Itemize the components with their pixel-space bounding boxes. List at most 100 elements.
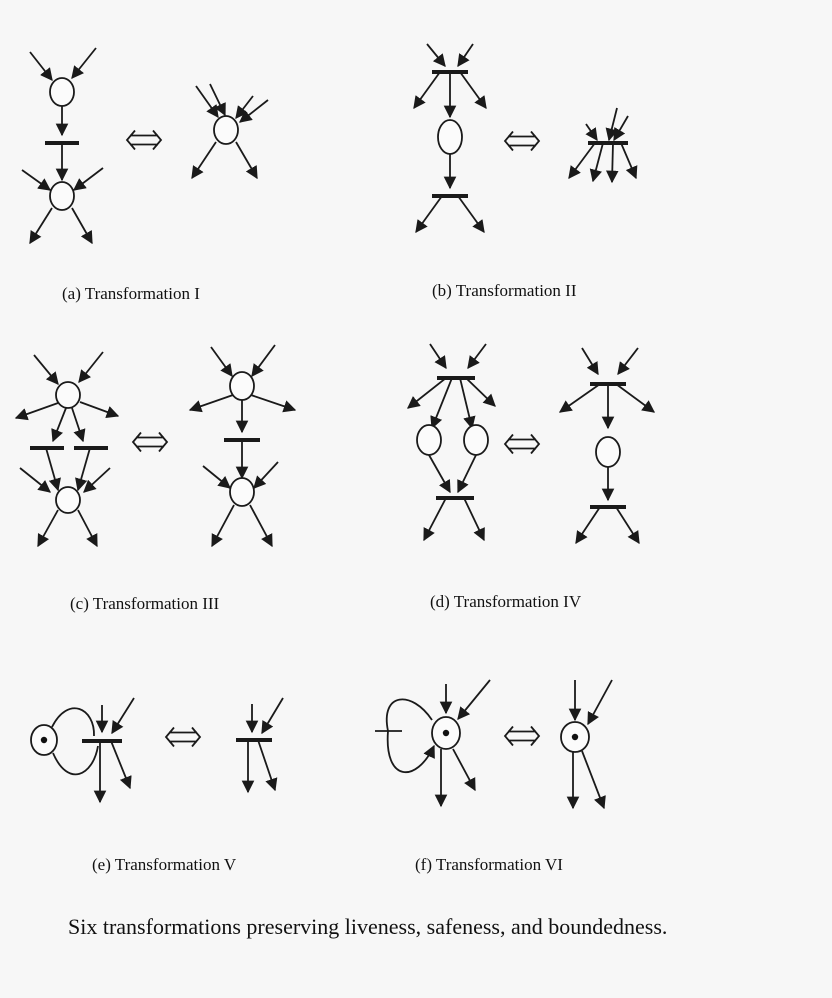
arc-arrow bbox=[235, 141, 258, 180]
arc-arrow bbox=[457, 679, 491, 720]
label-transformation-3: (c) Transformation III bbox=[70, 594, 220, 613]
equivalence-arrow-icon bbox=[125, 129, 163, 151]
place-circle bbox=[55, 486, 81, 514]
arc-arrow bbox=[51, 407, 67, 443]
loop-arc-arrow bbox=[386, 730, 435, 773]
arc-arrow bbox=[467, 343, 487, 370]
arc-arrow bbox=[14, 402, 59, 421]
loop-arc bbox=[52, 745, 99, 776]
arc-arrow bbox=[615, 383, 656, 413]
arc-arrow bbox=[78, 351, 104, 383]
label-transformation-4: (d) Transformation IV bbox=[430, 592, 582, 611]
arc-arrow bbox=[110, 740, 132, 790]
arc-arrow bbox=[210, 346, 233, 378]
arc-arrow bbox=[457, 43, 474, 68]
arc-arrow bbox=[45, 447, 61, 492]
arc-arrow bbox=[71, 407, 86, 443]
arc-arrow bbox=[195, 85, 219, 119]
arc-arrow bbox=[430, 377, 453, 430]
arc-arrow bbox=[209, 83, 226, 117]
arc-arrow bbox=[261, 697, 284, 735]
arc-arrow bbox=[587, 679, 613, 726]
place-circle bbox=[437, 119, 463, 155]
place-circle bbox=[416, 424, 442, 456]
place-circle bbox=[463, 424, 489, 456]
arc-arrow bbox=[239, 99, 269, 123]
place-circle bbox=[595, 436, 621, 468]
place-circle bbox=[213, 115, 239, 145]
loop-arc bbox=[385, 698, 433, 732]
arc-arrow bbox=[250, 394, 297, 413]
arc-arrow bbox=[589, 142, 604, 183]
loop-arc bbox=[51, 707, 95, 737]
token-dot bbox=[442, 729, 450, 737]
arc-arrow bbox=[249, 504, 273, 548]
arc-arrow bbox=[617, 347, 639, 375]
arc-arrow bbox=[575, 506, 601, 545]
arc-arrow bbox=[605, 142, 619, 184]
arc-arrow bbox=[426, 43, 446, 67]
arc-arrow bbox=[37, 509, 59, 548]
label-transformation-6: (f) Transformation VI bbox=[415, 855, 563, 874]
arc-arrow bbox=[77, 509, 98, 548]
arc-arrow bbox=[452, 748, 476, 792]
arc-arrow bbox=[191, 141, 217, 180]
arc-arrow bbox=[615, 506, 640, 545]
arc-arrow bbox=[33, 354, 59, 385]
arc-arrow bbox=[71, 207, 93, 245]
figure-caption: Six transformations preserving liveness,… bbox=[68, 914, 668, 939]
arc-arrow bbox=[79, 401, 120, 418]
arc-arrow bbox=[605, 107, 618, 142]
arc-arrow bbox=[19, 467, 51, 493]
arc-arrow bbox=[202, 465, 231, 489]
equivalence-arrow-icon bbox=[503, 433, 541, 455]
place-circle bbox=[55, 381, 81, 409]
arc-arrow bbox=[429, 343, 447, 370]
equivalence-arrow-icon bbox=[503, 130, 541, 152]
arc-arrow bbox=[83, 467, 111, 493]
arc-arrow bbox=[428, 454, 451, 494]
arc-arrow bbox=[459, 377, 476, 430]
arc-arrow bbox=[71, 47, 97, 79]
place-circle bbox=[49, 77, 75, 107]
arc-arrow bbox=[29, 207, 53, 245]
label-transformation-1: (a) Transformation I bbox=[62, 284, 200, 303]
token-dot bbox=[571, 733, 579, 741]
place-circle bbox=[49, 181, 75, 211]
arc-arrow bbox=[463, 497, 485, 542]
arc-arrow bbox=[188, 394, 234, 413]
equivalence-arrow-icon bbox=[164, 726, 202, 748]
arc-arrow bbox=[581, 347, 599, 376]
arc-arrow bbox=[257, 739, 278, 792]
arc-arrow bbox=[613, 115, 629, 142]
arc-arrow bbox=[235, 95, 254, 119]
arc-arrow bbox=[568, 142, 596, 180]
arc-arrow bbox=[72, 167, 104, 191]
arc-arrow bbox=[585, 123, 598, 142]
arc-arrow bbox=[423, 497, 447, 542]
place-circle bbox=[229, 477, 255, 507]
label-transformation-2: (b) Transformation II bbox=[432, 281, 577, 300]
arc-arrow bbox=[29, 51, 53, 81]
arc-arrow bbox=[465, 377, 496, 407]
place-circle bbox=[229, 371, 255, 401]
arc-arrow bbox=[558, 383, 601, 413]
arc-arrow bbox=[253, 461, 279, 489]
arc-arrow bbox=[413, 71, 441, 110]
arc-arrow bbox=[415, 195, 443, 234]
arc-arrow bbox=[581, 750, 606, 810]
label-transformation-5: (e) Transformation V bbox=[92, 855, 237, 874]
token-dot bbox=[40, 736, 48, 744]
equivalence-arrow-icon bbox=[131, 431, 169, 453]
arc-arrow bbox=[457, 195, 485, 234]
arc-arrow bbox=[251, 344, 276, 378]
arc-arrow bbox=[620, 142, 638, 180]
arc-arrow bbox=[111, 697, 135, 735]
arc-arrow bbox=[21, 169, 52, 191]
arc-arrow bbox=[407, 377, 447, 409]
arc-arrow bbox=[457, 454, 477, 494]
arc-arrow bbox=[211, 504, 235, 548]
equivalence-arrow-icon bbox=[503, 725, 541, 747]
arc-arrow bbox=[75, 447, 91, 492]
